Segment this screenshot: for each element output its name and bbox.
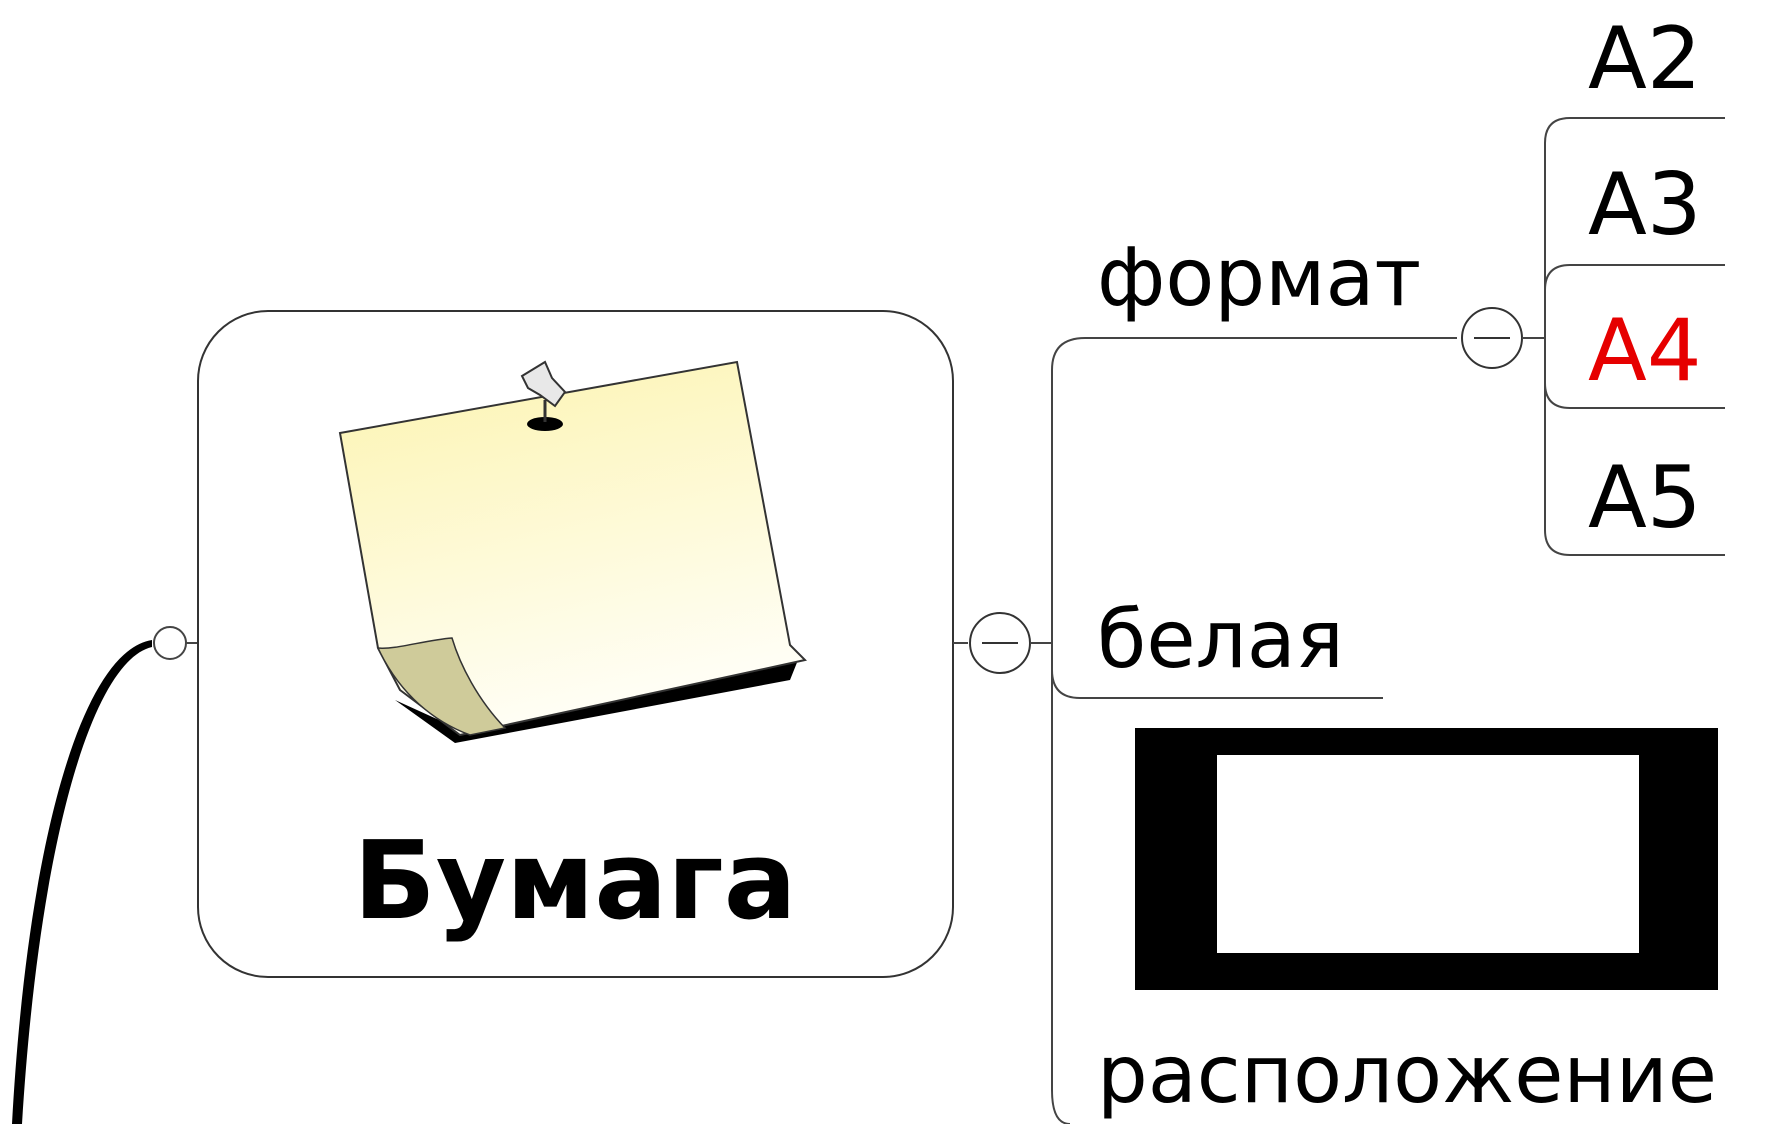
branch-format-label: формат xyxy=(1097,231,1421,324)
size-a5-label[interactable]: A5 xyxy=(1588,448,1702,548)
collapse-handle-left[interactable] xyxy=(153,626,187,660)
landscape-rectangle-inner xyxy=(1217,755,1639,953)
format-sub-trunk xyxy=(1544,117,1571,556)
size-a4-label[interactable]: A4 xyxy=(1588,301,1702,401)
size-a3-label[interactable]: A3 xyxy=(1588,155,1702,255)
central-node-label: Бумага xyxy=(353,819,796,944)
branch-orientation-label: расположение xyxy=(1097,1028,1717,1121)
branch-white[interactable]: белая xyxy=(1051,593,1383,699)
size-a2-label[interactable]: A2 xyxy=(1588,9,1702,109)
branch-white-label: белая xyxy=(1097,593,1344,686)
branch-orientation[interactable]: расположение xyxy=(1097,728,1718,1121)
sticky-note-icon xyxy=(338,360,808,743)
parent-connector xyxy=(12,640,152,1124)
branch-trunk xyxy=(1051,337,1086,1124)
size-a3-underline xyxy=(1544,264,1725,291)
size-a4-underline xyxy=(1544,382,1725,409)
branch-format[interactable]: формат xyxy=(1085,231,1457,339)
